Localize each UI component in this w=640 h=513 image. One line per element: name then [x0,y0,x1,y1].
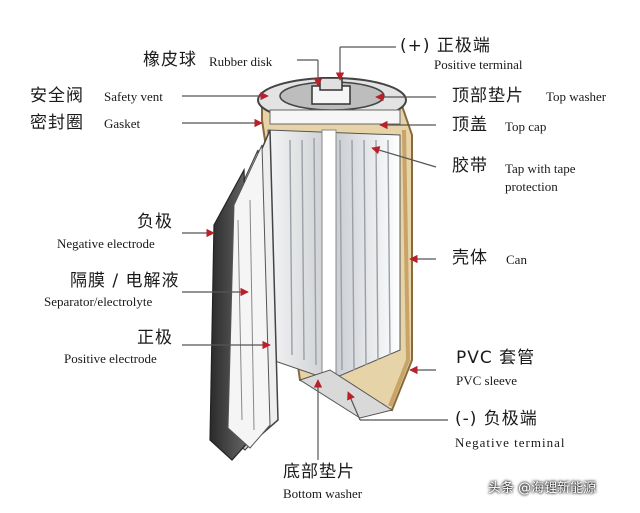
tape-en-line2: protection [505,179,558,194]
safety-vent-en: Safety vent [104,89,163,104]
safety-vent-zh: 安全阀 [30,86,84,106]
unrolled-electrode-layers [209,129,279,461]
pvc-sleeve-en: PVC sleeve [456,373,518,388]
positive-electrode-zh: 正极 [137,328,173,348]
top-cap-zh: 顶盖 [452,115,488,135]
can-en: Can [506,252,527,267]
negative-electrode-zh: 负极 [137,212,173,232]
tape-zh: 胶带 [452,156,488,176]
electrode-roll [267,129,401,381]
rubber-disk-zh: 橡皮球 [143,50,197,70]
bottom-washer-zh: 底部垫片 [283,462,355,482]
can-zh: 壳体 [452,248,488,268]
separator-zh: 隔膜 / 电解液 [70,271,180,291]
leader-lines [182,46,448,460]
rubber-disk-en: Rubber disk [209,54,273,69]
top-cap [257,77,407,125]
positive-electrode-en: Positive electrode [64,351,157,366]
negative-terminal-en: Negative terminal [455,435,566,450]
gasket-zh: 密封圈 [30,113,84,133]
top-washer-en: Top washer [546,89,607,104]
bottom-washer-en: Bottom washer [283,486,363,501]
separator-en: Separator/electrolyte [44,294,153,309]
negative-terminal-zh: (-) 负极端 [455,409,538,429]
watermark: 头条 @海锂新能源 [488,481,597,496]
pvc-sleeve-zh: PVC 套管 [456,348,536,368]
positive-terminal-en: Positive terminal [434,57,523,72]
tape-en-line1: Tap with tape [505,161,576,176]
gasket-en: Gasket [104,116,141,131]
top-washer-zh: 顶部垫片 [452,86,524,106]
bottom-washer-area [298,369,394,419]
top-cap-en: Top cap [505,119,547,134]
positive-terminal-zh: (+) 正极端 [400,36,491,56]
negative-electrode-en: Negative electrode [57,236,155,251]
